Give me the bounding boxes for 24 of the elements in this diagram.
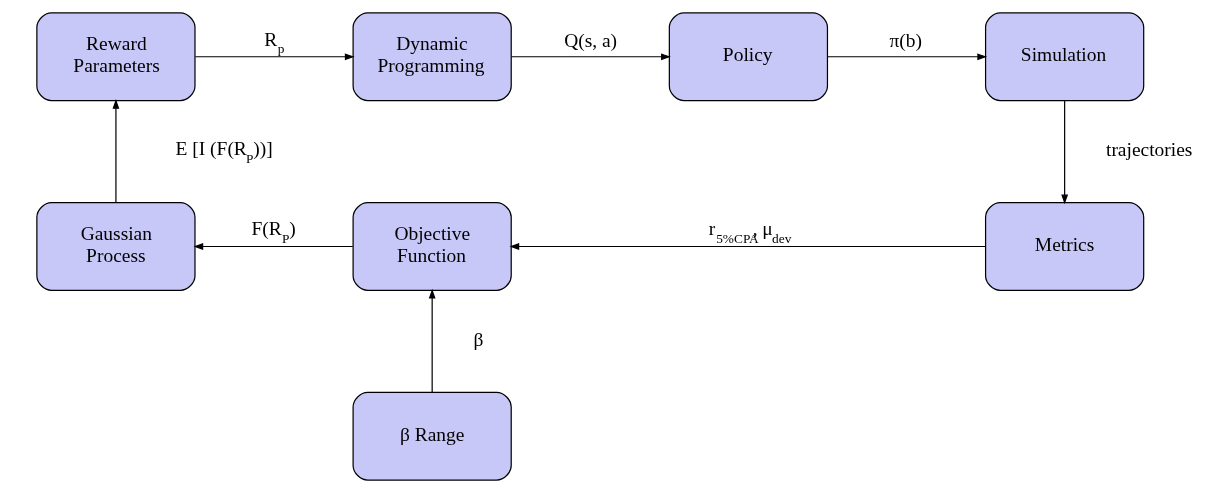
arrow: [112, 99, 120, 204]
node-box: Objective Function: [352, 202, 512, 291]
node-box: Policy: [668, 12, 829, 102]
edge-label: trajectories: [1105, 139, 1193, 161]
arrow: [827, 53, 988, 61]
edge-label: E [I (F(R$_{P}$))]: [175, 138, 273, 166]
node-box: Simulation: [984, 12, 1145, 102]
edge-label: F(R$_{P}$): [251, 218, 296, 246]
edge-label: Q(s, a): [564, 29, 618, 51]
arrow: [510, 53, 671, 61]
edge-label: π(b): [889, 29, 923, 51]
node-box: Metrics: [984, 202, 1145, 291]
edge-label: R$_{p}$: [264, 28, 285, 57]
edge-label: r$_{5%CPA}$, μ$_{dev}$: [708, 218, 792, 246]
arrow: [1061, 100, 1069, 205]
arrow: [193, 243, 354, 250]
arrow: [428, 288, 436, 393]
node-box: Reward Parameters: [36, 12, 196, 102]
node-box: β Range: [352, 391, 512, 481]
node-box: Dynamic Programming: [352, 12, 512, 102]
arrow: [194, 53, 355, 61]
node-box: Gaussian Process: [36, 202, 196, 291]
edge-label: β: [473, 328, 484, 350]
arrow: [509, 243, 986, 250]
